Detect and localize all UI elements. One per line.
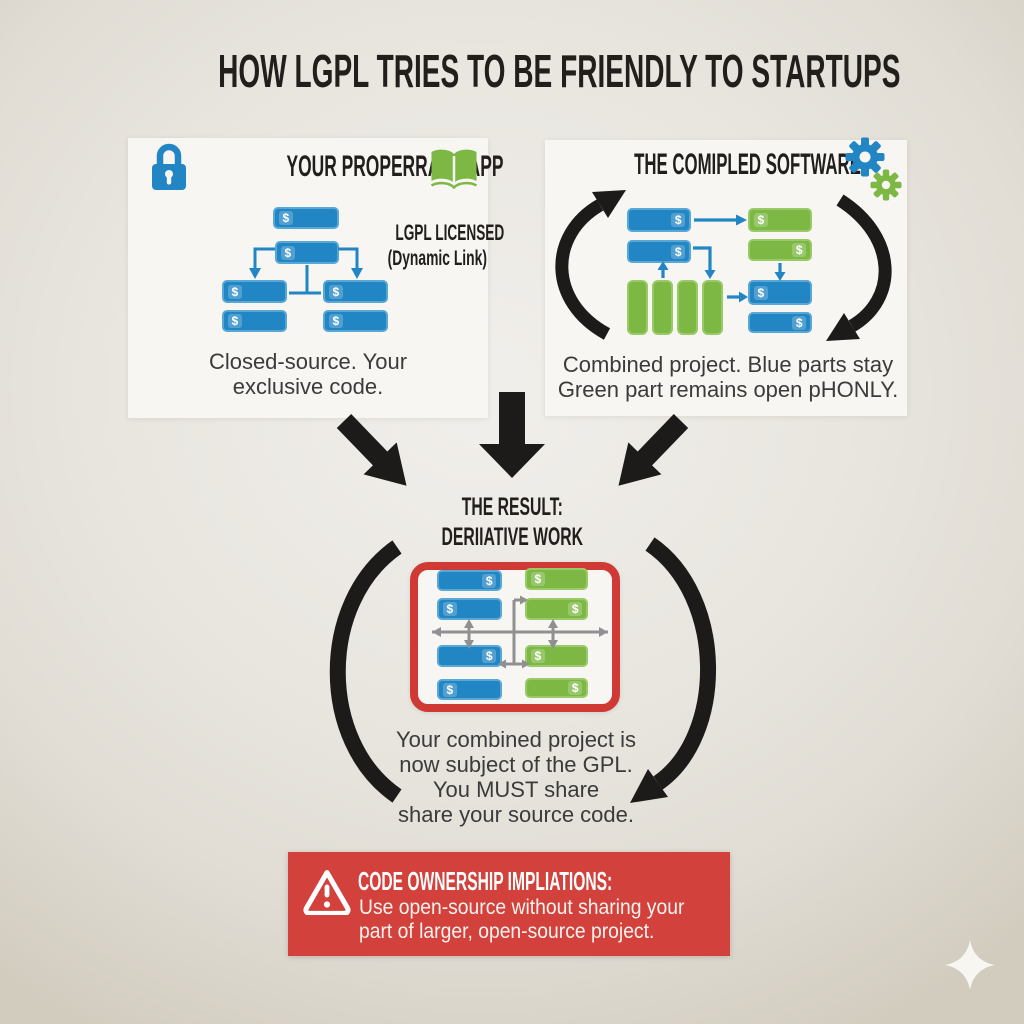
sparkle-icon	[945, 940, 995, 990]
right-panel-caption: Combined project. Blue parts stay Green …	[553, 352, 903, 402]
dollar-symbol: $	[443, 602, 457, 616]
left-caption-line1: Closed-source. Your	[208, 349, 408, 374]
left-panel-caption: Closed-source. Your exclusive code.	[148, 349, 468, 399]
dollar-symbol: $	[228, 284, 242, 299]
dollar-symbol: $	[443, 682, 457, 697]
dollar-symbol: $	[671, 244, 685, 259]
dollar-symbol: $	[228, 314, 242, 328]
result-caption-line2: now subject of the GPL.	[399, 752, 633, 777]
license-line1: LGPL LICENSED	[395, 220, 505, 245]
code-block-blue: $	[437, 645, 502, 667]
dollar-symbol: $	[754, 285, 768, 300]
code-block-blue: $	[323, 310, 388, 332]
right-panel-header: THE COMIPLED SOFTWARE	[545, 148, 885, 182]
code-block-blue: $	[222, 280, 287, 303]
warning-banner: CODE OWNERSHIP IMPLIATIONS: Use open-sou…	[288, 852, 730, 956]
result-caption-line4: share your source code.	[397, 802, 635, 827]
dollar-symbol: $	[329, 314, 343, 328]
code-block-blue: $	[748, 280, 812, 305]
dollar-symbol: $	[568, 681, 582, 695]
dollar-symbol: $	[482, 649, 496, 663]
dollar-symbol: $	[531, 649, 545, 663]
dollar-symbol: $	[754, 213, 768, 227]
dollar-symbol: $	[329, 284, 343, 299]
code-block-blue: $	[437, 570, 502, 591]
code-block-blue: $	[222, 310, 287, 332]
code-block-blue: $	[437, 679, 502, 700]
lock-icon	[152, 143, 186, 190]
gears-icon	[845, 137, 902, 201]
code-block-green: $	[525, 568, 588, 590]
result-caption: Your combined project is now subject of …	[341, 727, 691, 827]
warning-heading: CODE OWNERSHIP IMPLIATIONS:	[358, 866, 613, 896]
dollar-symbol: $	[792, 315, 806, 330]
code-block-blue: $	[323, 280, 388, 303]
code-block-green: $	[525, 598, 588, 620]
right-caption-line1: Combined project. Blue parts stay	[562, 352, 894, 377]
dollar-symbol: $	[281, 245, 295, 260]
left-panel-header: YOUR PROPERRARY APP	[208, 150, 504, 184]
dollar-symbol: $	[279, 211, 293, 225]
warning-body-line2: part of larger, open-source project.	[359, 920, 655, 943]
warning-triangle-icon	[303, 870, 351, 915]
dollar-symbol: $	[568, 602, 582, 616]
code-block-green: $	[525, 678, 588, 698]
dollar-symbol: $	[531, 572, 545, 586]
library-bar	[677, 280, 698, 335]
code-block-blue: $	[748, 312, 812, 333]
code-block-green: $	[748, 208, 812, 232]
result-heading-line1: THE RESULT:	[461, 493, 563, 521]
result-caption-line3: You MUST share	[432, 777, 600, 802]
right-panel-heading: THE COMIPLED SOFTWARE	[634, 148, 861, 181]
library-bar	[702, 280, 723, 335]
result-heading-line2: DERIIATIVE WORK	[441, 523, 583, 551]
dollar-symbol: $	[671, 213, 685, 227]
license-label: LGPL LICENSED (Dynamic Link)	[362, 220, 505, 271]
page-title: HOW LGPL TRIES TO BE FRIENDLY TO STARTUP…	[218, 45, 901, 97]
code-block-blue: $	[275, 241, 339, 264]
code-block-blue: $	[627, 208, 691, 232]
dollar-symbol: $	[482, 573, 496, 588]
library-bar	[627, 280, 648, 335]
result-caption-line1: Your combined project is	[395, 727, 637, 752]
title-row: HOW LGPL TRIES TO BE FRIENDLY TO STARTUP…	[0, 44, 1024, 98]
warning-body-line1: Use open-source without sharing your	[359, 896, 685, 919]
open-book-icon	[430, 149, 478, 189]
result-heading: THE RESULT: DERIIATIVE WORK	[0, 494, 1024, 554]
left-caption-line2: exclusive code.	[232, 374, 384, 399]
code-block-blue: $	[437, 598, 502, 620]
warning-body: Use open-source without sharing your par…	[359, 896, 713, 944]
code-block-green: $	[525, 645, 588, 667]
dollar-symbol: $	[792, 243, 806, 257]
license-line2: (Dynamic Link)	[387, 247, 487, 270]
right-caption-line2: Green part remains open pHONLY.	[557, 377, 899, 402]
library-bar	[652, 280, 673, 335]
warning-heading-row: CODE OWNERSHIP IMPLIATIONS:	[358, 866, 782, 897]
code-block-green: $	[748, 239, 812, 261]
code-block-blue: $	[627, 240, 691, 263]
code-block-blue: $	[273, 207, 339, 229]
